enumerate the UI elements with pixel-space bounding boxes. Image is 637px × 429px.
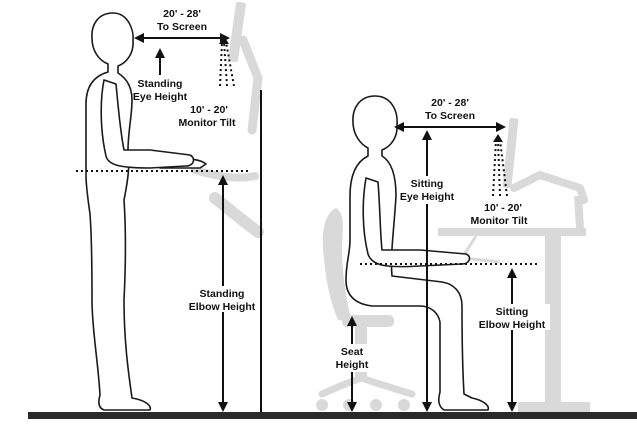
seat-height-line2: Height: [336, 359, 369, 371]
sitting-eye-height-line2: Eye Height: [400, 191, 455, 203]
sitting-tilt-line2: Monitor Tilt: [471, 215, 528, 227]
standing-tilt-wedge: [219, 36, 235, 87]
sitting-screen-distance-label: 20' - 28': [431, 97, 469, 109]
standing-tilt-line2: Monitor Tilt: [179, 117, 236, 129]
sitting-tilt-wedge: [492, 134, 508, 197]
standing-elbow-height-line2: Elbow Height: [189, 301, 256, 313]
sitting-tilt-line1: 10' - 20': [484, 202, 522, 214]
sitting-screen-distance-sub: To Screen: [425, 110, 475, 122]
sitting-monitor-arm: [502, 117, 588, 229]
sitting-figure: [345, 95, 490, 411]
standing-screen-distance-label: 20' - 28': [163, 8, 201, 20]
sitting-elbow-height-line2: Elbow Height: [479, 319, 546, 331]
standing-screen-distance-sub: To Screen: [157, 21, 207, 33]
standing-eye-height-line2: Eye Height: [133, 91, 188, 103]
sitting-elbow-height-line1: Sitting: [496, 306, 529, 318]
seat-height-line1: Seat: [341, 346, 364, 358]
standing-eye-height-line1: Standing: [138, 78, 183, 90]
standing-figure: [85, 12, 195, 411]
standing-elbow-height-line1: Standing: [200, 288, 245, 300]
floor: [28, 412, 637, 419]
standing-tilt-line1: 10' - 20': [190, 104, 228, 116]
sitting-eye-height-line1: Sitting: [411, 178, 444, 190]
